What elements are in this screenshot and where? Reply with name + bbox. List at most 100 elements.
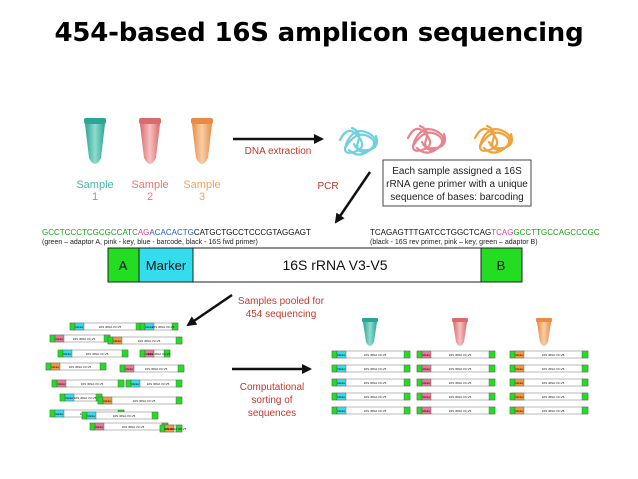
forward-primer-sequence: GCCTCCCTCGCGCCATCAGACACACTGCATGCTGCCTCCC… bbox=[42, 228, 311, 237]
note-line-3: sequence of bases: barcoding bbox=[390, 192, 523, 203]
mini-region-label: 16S rRNA V3-V5 bbox=[364, 381, 387, 385]
mini-region-label: 16S rRNA V3-V5 bbox=[138, 339, 161, 343]
mini-region-label: 16S rRNA V3-V5 bbox=[122, 425, 145, 429]
forward-primer-caption: (green – adaptor A, pink - key, blue - b… bbox=[42, 239, 258, 246]
mini-marker-label: Marker bbox=[113, 339, 121, 343]
rev-seg-primer: TCAGAGTTTGATCCTGGCTCAG bbox=[370, 228, 491, 237]
mini-region-label: 16S rRNA V3-V5 bbox=[69, 365, 92, 369]
sample-tube-1 bbox=[84, 118, 106, 164]
mini-marker-label: Marker bbox=[103, 399, 111, 403]
mini-marker-label: Marker bbox=[55, 412, 63, 416]
sample-2-label: Sample bbox=[131, 179, 168, 191]
mini-region-label: 16S rRNA V3-V5 bbox=[542, 381, 565, 385]
mini-region-label: 16S rRNA V3-V5 bbox=[364, 353, 387, 357]
mini-region-label: 16S rRNA V3-V5 bbox=[74, 396, 97, 400]
sorted-read: Marker 16S rRNA V3-V5 bbox=[509, 364, 589, 373]
mini-marker-label: Marker bbox=[515, 367, 523, 371]
sample-3-number: 3 bbox=[199, 191, 205, 203]
reverse-primer-caption: (black - 16S rev primer, pink – key, gre… bbox=[370, 239, 538, 246]
mini-region-label: 16S rRNA V3-V5 bbox=[364, 395, 387, 399]
sorted-tube-1 bbox=[362, 318, 378, 346]
mini-region-label: 16S rRNA V3-V5 bbox=[113, 414, 136, 418]
mini-region-label: 16S rRNA V3-V5 bbox=[542, 367, 565, 371]
adaptor-b-label: B bbox=[497, 258, 506, 273]
mini-marker-label: Marker bbox=[87, 414, 95, 418]
mini-marker-label: Marker bbox=[131, 382, 139, 386]
mini-region-label: 16S rRNA V3-V5 bbox=[542, 353, 565, 357]
mini-marker-label: Marker bbox=[145, 325, 153, 329]
rev-seg-key: TCAG bbox=[491, 228, 513, 237]
adaptor-a-block bbox=[107, 247, 140, 283]
pcr-arrow bbox=[334, 171, 372, 224]
marker-block bbox=[138, 247, 194, 283]
mini-region-label: 16S rRNA V3-V5 bbox=[99, 325, 122, 329]
mini-marker-label: Marker bbox=[165, 427, 173, 431]
note-line-1: Each sample assigned a 16S bbox=[392, 166, 522, 177]
mini-region-label: 16S rRNA V3-V5 bbox=[449, 381, 472, 385]
mini-marker-label: Marker bbox=[65, 396, 73, 400]
mini-marker-label: Marker bbox=[51, 365, 59, 369]
mini-marker-label: Marker bbox=[55, 337, 63, 341]
mini-region-label: 16S rRNA V3-V5 bbox=[81, 382, 104, 386]
sorting-label-line-2: sorting of bbox=[251, 395, 292, 406]
sample-1-label: Sample bbox=[76, 179, 113, 191]
mini-region-label: 16S rRNA V3-V5 bbox=[86, 352, 109, 356]
dna-tangle-1 bbox=[338, 126, 379, 156]
pooled-read: Marker 16S rRNA V3-V5 bbox=[81, 411, 159, 420]
pooling-arrow bbox=[186, 293, 233, 327]
sorting-label-line-1: Computational bbox=[240, 382, 304, 393]
mini-region-label: 16S rRNA V3-V5 bbox=[73, 337, 96, 341]
mini-region-label: 16S rRNA V3-V5 bbox=[449, 395, 472, 399]
pooled-read: Marker 16S rRNA V3-V5 bbox=[107, 336, 183, 345]
mini-region-label: 16S rRNA V3-V5 bbox=[542, 409, 565, 413]
mini-region-label: 16S rRNA V3-V5 bbox=[449, 409, 472, 413]
mini-marker-label: Marker bbox=[337, 353, 345, 357]
sample-1-number: 1 bbox=[92, 191, 98, 203]
rev-seg-adaptor: GCCTTGCCAGCCCGC bbox=[513, 228, 599, 237]
mini-region-label: 16S rRNA V3-V5 bbox=[148, 352, 171, 356]
mini-marker-label: Marker bbox=[95, 425, 103, 429]
mini-marker-label: Marker bbox=[337, 395, 345, 399]
mini-region-label: 16S rRNA V3-V5 bbox=[449, 367, 472, 371]
amplicon-construct: A Marker 16S rRNA V3-V5 B bbox=[107, 247, 523, 283]
mini-region-label: 16S rRNA V3-V5 bbox=[133, 399, 156, 403]
adaptor-b-block bbox=[480, 247, 523, 283]
fwd-seg-adaptor: GCCTCCCTCGCGCCATC bbox=[42, 228, 138, 237]
mini-marker-label: Marker bbox=[337, 409, 345, 413]
mini-marker-label: Marker bbox=[422, 353, 430, 357]
sorted-read: Marker 16S rRNA V3-V5 bbox=[416, 392, 496, 401]
mini-marker-label: Marker bbox=[125, 367, 133, 371]
mini-marker-label: Marker bbox=[422, 367, 430, 371]
mini-marker-label: Marker bbox=[422, 395, 430, 399]
sorted-read: Marker 16S rRNA V3-V5 bbox=[331, 392, 411, 401]
mini-marker-label: Marker bbox=[63, 352, 71, 356]
pooled-read: Marker 16S rRNA V3-V5 bbox=[97, 396, 183, 405]
pooled-read: Marker 16S rRNA V3-V5 bbox=[49, 334, 111, 343]
mini-marker-label: Marker bbox=[75, 325, 83, 329]
slide-title: 454-based 16S amplicon sequencing bbox=[54, 18, 584, 48]
dna-tangle-3 bbox=[473, 124, 514, 154]
mini-region-label: 16S rRNA V3-V5 bbox=[152, 325, 175, 329]
reverse-primer-sequence: TCAGAGTTTGATCCTGGCTCAGTCAGGCCTTGCCAGCCCG… bbox=[370, 228, 600, 237]
pooled-read: Marker 16S rRNA V3-V5 bbox=[57, 349, 129, 358]
mini-region-label: 16S rRNA V3-V5 bbox=[147, 382, 170, 386]
note-line-2: rRNA gene primer with a unique bbox=[386, 179, 528, 190]
pooled-read: Marker 16S rRNA V3-V5 bbox=[69, 322, 143, 331]
